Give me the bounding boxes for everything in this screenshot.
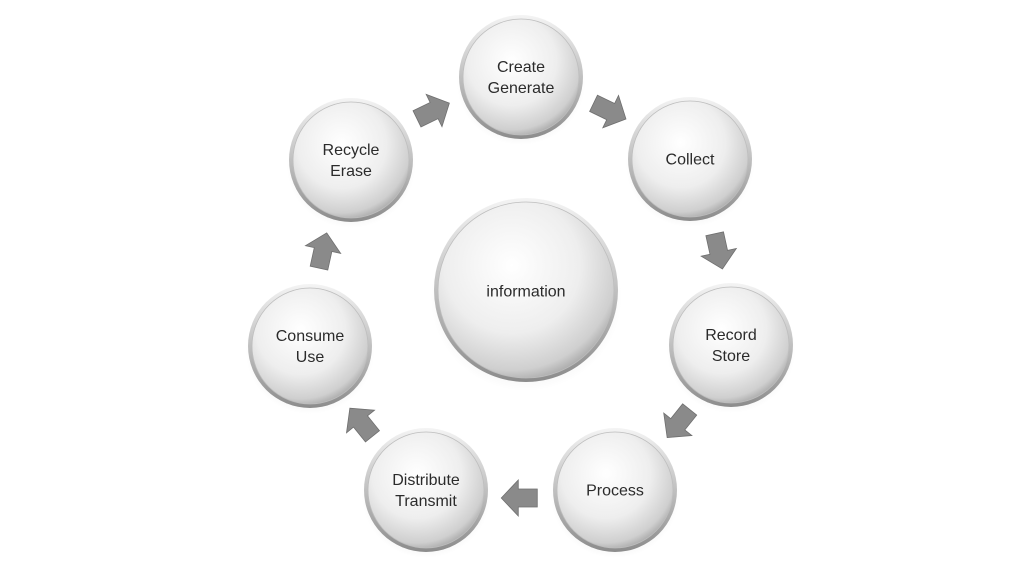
flow-arrow [500, 478, 538, 518]
flow-arrow [589, 94, 627, 129]
node-consume-face [251, 287, 369, 405]
arrow-shape [589, 94, 627, 129]
center-node: information [430, 198, 622, 392]
flow-arrow [345, 407, 381, 443]
node-create-label-line: Create [497, 59, 545, 76]
node-process-label-line: Process [586, 483, 644, 500]
arrow-shape [412, 93, 450, 128]
node-process: Process [550, 428, 680, 559]
arrows-layer [304, 93, 738, 518]
flow-arrow [663, 403, 698, 439]
node-collect-face [631, 100, 749, 218]
node-record-label-line: Record [705, 327, 757, 344]
arrow-shape [304, 232, 342, 271]
center-information-label-line: information [486, 284, 565, 301]
node-consume-label-line: Use [296, 349, 325, 366]
node-collect: Collect [625, 97, 755, 228]
center-information: information [430, 198, 622, 392]
node-distribute-label-line: Distribute [392, 472, 460, 489]
node-distribute-label-line: Transmit [395, 493, 457, 510]
node-recycle-label-line: Recycle [323, 142, 380, 159]
node-recycle-label-line: Erase [330, 163, 372, 180]
arrow-shape [663, 403, 698, 439]
node-record-label-line: Store [712, 348, 750, 365]
node-record-face [672, 286, 790, 404]
node-distribute-face [367, 431, 485, 549]
flow-arrow [304, 232, 342, 271]
flow-arrow [700, 231, 738, 270]
arrow-shape [345, 407, 381, 443]
arrow-shape [500, 478, 538, 518]
arrow-shape [700, 231, 738, 270]
node-process-face [556, 431, 674, 549]
node-create-face [462, 18, 580, 136]
flow-arrow [412, 93, 450, 128]
node-consume-label-line: Consume [276, 328, 345, 345]
node-create-label-line: Generate [488, 80, 555, 97]
node-recycle-face [292, 101, 410, 219]
node-collect-label-line: Collect [666, 152, 715, 169]
center-information-face [437, 201, 615, 379]
